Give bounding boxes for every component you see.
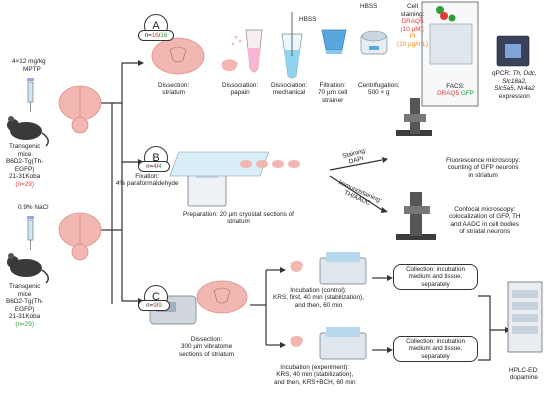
tissue-piece-2-icon [290, 335, 303, 347]
mouse-bottom-icon [7, 253, 49, 284]
a-mechanical-label: Dissociation:mechanical [271, 82, 308, 97]
a-staining-label: Cell staining: DRAQ5 (10 µM); PI (10 µg/… [397, 3, 429, 48]
mechanical-tube-icon [281, 12, 303, 79]
branch-a-n: n=16/16 [138, 30, 174, 42]
mouse-top-icon [7, 116, 49, 147]
incubator-1-icon [319, 252, 367, 285]
slide-icon [169, 151, 300, 177]
confocal-microscope-icon [396, 192, 436, 240]
qpcr-label: qPCR: Th, Ddc, Slc18a2, Slc5a5, Nr4a2 ex… [492, 70, 537, 100]
facs-label: FACS: DRAQ5 GFP [437, 83, 474, 98]
mptp-dose: 4×12 mg/kg [12, 58, 46, 65]
mice-top-label: Transgenic mice B6D2-Tg(Th- EGFP) 21-31K… [6, 143, 44, 188]
papain-tube-icon [231, 29, 263, 73]
c-incubation-experiment-label: Incubation (experiment):KRS, 40 min (sta… [274, 364, 356, 386]
brain-bottom-icon [58, 212, 102, 261]
incubator-2-icon [319, 327, 367, 360]
b-fluorescence-label: Fluorescence microscopy:counting of GFP … [446, 157, 521, 179]
line-staining [329, 159, 383, 171]
striatum-slice-a-icon [151, 37, 205, 75]
a-dissection-label: Dissection:striatum [158, 82, 190, 97]
mice-bottom-label: Transgenic mice B6D2-Tg(Th- EGFP) 21-31K… [6, 283, 44, 328]
line-to-a [112, 62, 138, 104]
c-hplc-label: HPLC-ED:dopamine [509, 367, 539, 382]
brain-top-icon [58, 85, 102, 134]
branch-c-n: n=9/9 [138, 300, 170, 312]
tissue-piece-1-icon [290, 260, 303, 272]
line-to-b [121, 103, 138, 163]
papain-blob-icon [221, 59, 238, 72]
line-immuno [329, 175, 383, 211]
a-hbss-2: HBSS [360, 3, 378, 10]
line-to-c [112, 162, 138, 302]
b-fixation-label: Fixation:4% paraformaldehyde [116, 173, 179, 188]
flow-lines [101, 62, 505, 361]
n-top: (n=29) [15, 180, 34, 188]
mptp-label: MPTP [23, 66, 41, 73]
striatum-slice-c-icon [196, 280, 248, 314]
a-papain-label: Dissociation:papain [222, 82, 259, 97]
fluorescence-microscope-icon [396, 98, 432, 136]
syringe-bottom-icon [27, 216, 34, 250]
branch-b-n: n=4/4 [138, 161, 170, 173]
centrifuge-icon [360, 30, 388, 55]
a-hbss-1: HBSS [299, 16, 317, 23]
c-incubation-control-label: Incubation (control):KRS, first, 40 min … [273, 287, 364, 309]
facs-panel-icon [421, 1, 479, 107]
n-bottom: (n=29) [15, 320, 34, 328]
strainer-icon [321, 29, 347, 54]
qpcr-machine-icon [496, 35, 530, 67]
nacl-label: 0.9% NaCl [18, 204, 49, 211]
a-centrifugation-label: Centrifugation:500 × g [358, 82, 400, 97]
syringe-top-icon [27, 78, 34, 112]
hplc-instrument-icon [507, 281, 543, 353]
b-confocal-label: Confocal microscopy:colocalization of GF… [449, 206, 521, 235]
